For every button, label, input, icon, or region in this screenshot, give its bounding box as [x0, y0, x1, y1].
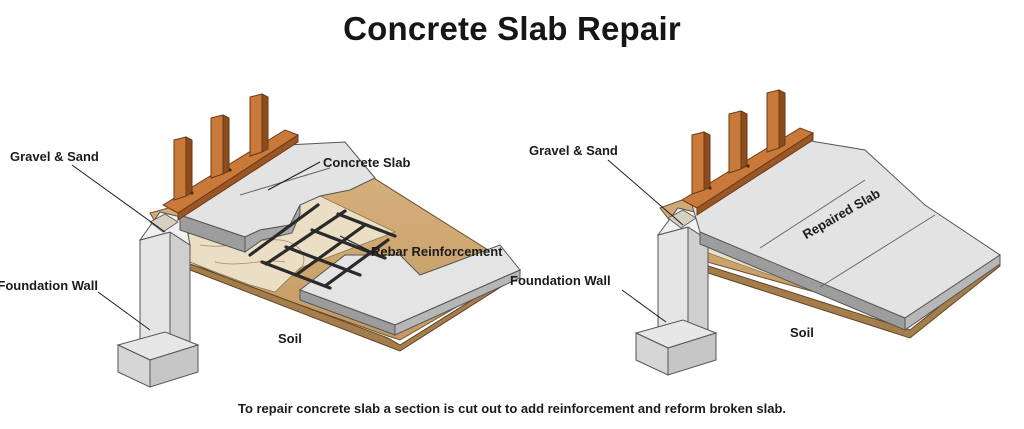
rebar-grid [248, 203, 397, 290]
label-gravel-sand: Gravel & Sand [529, 143, 618, 158]
repaired-slab-side [904, 254, 1001, 331]
label-concrete-slab: Concrete Slab [323, 155, 411, 170]
repair-joint-back [759, 179, 866, 249]
diagram-title: Concrete Slab Repair [343, 10, 681, 47]
wood-framing [161, 93, 300, 221]
label-foundation-wall: Foundation Wall [0, 278, 98, 293]
label-rebar-reinforcement: Rebar Reinforcement [371, 244, 503, 259]
label-gravel-sand: Gravel & Sand [10, 149, 99, 164]
wood-framing [680, 89, 815, 216]
footing-side [149, 344, 199, 388]
footing-side [667, 332, 717, 376]
label-soil: Soil [278, 331, 302, 346]
right-panel-drawing [607, 89, 1001, 376]
left-leader-lines [71, 161, 371, 331]
caption: To repair concrete slab a section is cut… [237, 401, 787, 416]
slab-crack-line [239, 167, 331, 196]
label-soil: Soil [790, 325, 814, 340]
foundation-wall-side [169, 231, 191, 353]
sand-swirl [199, 239, 305, 271]
right-leader-lines [607, 159, 684, 323]
repair-joint-front [819, 214, 936, 288]
left-panel-drawing [71, 93, 521, 388]
wall-cavity [149, 213, 179, 233]
label-foundation-wall: Foundation Wall [510, 273, 611, 288]
slab-broken-edge [244, 204, 301, 253]
front-slab-side [394, 269, 521, 336]
